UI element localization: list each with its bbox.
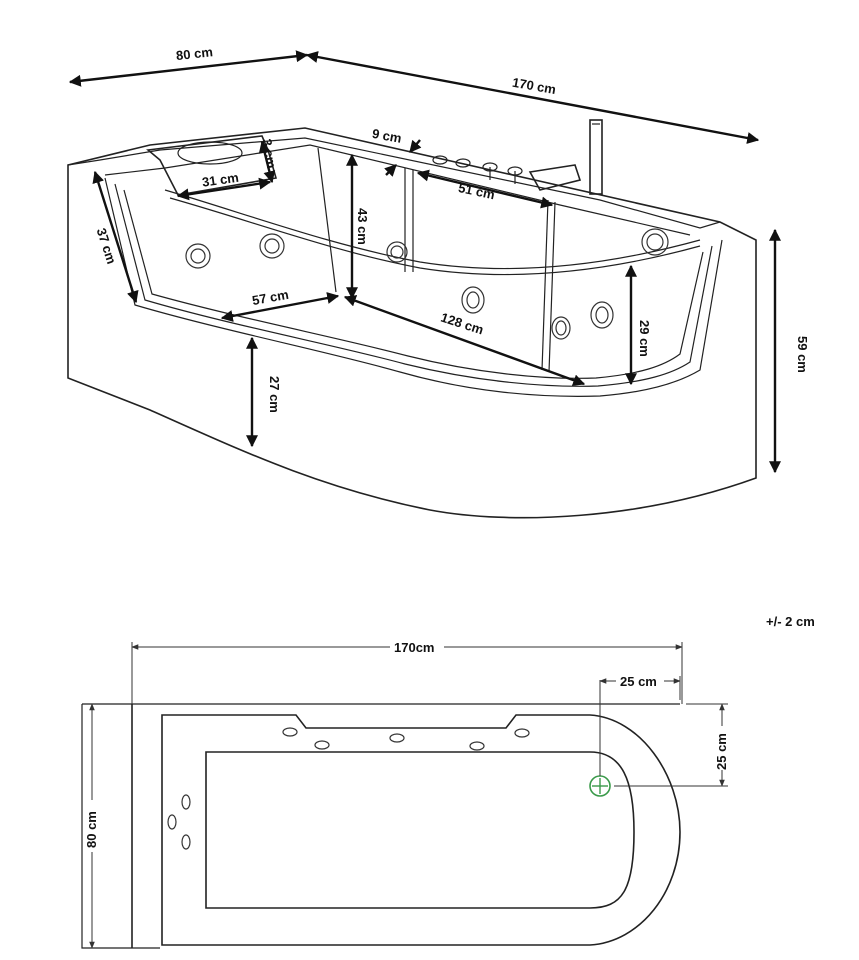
glass-panel-outer — [104, 177, 723, 397]
label-29: 29 cm — [637, 320, 652, 357]
massage-jets — [185, 228, 669, 340]
basin-top-edge — [104, 144, 691, 236]
label-27: 27 cm — [267, 376, 282, 413]
dim-51-line — [416, 169, 554, 209]
top-basin — [205, 751, 635, 909]
label-43: 43 cm — [355, 208, 370, 245]
back-wall-curve — [164, 189, 701, 270]
dim-37-line — [92, 170, 139, 304]
top-jets — [167, 727, 530, 850]
perspective-view: 80 cm 170 cm 9 cm 3 cm 31 cm 43 cm 51 cm… — [67, 44, 810, 519]
top-outer-left — [81, 704, 160, 949]
label-31: 31 cm — [201, 170, 240, 190]
top-label-80: 80 cm — [84, 811, 99, 848]
headrest-pillow — [146, 135, 278, 196]
dim-9-arrow-b — [384, 164, 397, 177]
label-59: 59 cm — [795, 336, 810, 373]
label-57: 57 cm — [251, 287, 290, 308]
top-label-25-y: 25 cm — [714, 733, 729, 770]
top-label-25-x: 25 cm — [620, 674, 657, 689]
top-view: 170cm 25 cm 25 cm 80 cm — [81, 640, 729, 949]
label-80: 80 cm — [175, 44, 213, 63]
label-51: 51 cm — [457, 180, 496, 202]
headrest-recess — [177, 141, 243, 165]
tolerance-note: +/- 2 cm — [766, 614, 815, 629]
dim-31-line — [176, 177, 272, 201]
divider-5 — [317, 147, 337, 293]
faucet-spout — [528, 119, 603, 195]
label-9: 9 cm — [371, 126, 403, 146]
drain-icon — [589, 775, 611, 797]
top-rim — [161, 714, 681, 946]
dim-128-line — [343, 295, 586, 386]
divider-4 — [548, 201, 556, 373]
label-3: 3 cm — [259, 138, 279, 170]
label-37: 37 cm — [94, 226, 120, 266]
tub-outer-shell — [67, 127, 757, 519]
dim-80-line — [68, 50, 309, 87]
divider-3 — [541, 199, 549, 371]
top-label-170: 170cm — [394, 640, 434, 655]
dim-170-line — [305, 51, 760, 144]
dim-3-line — [258, 140, 276, 184]
dim-57-line — [220, 292, 340, 322]
back-wall-curve2 — [169, 197, 701, 276]
dim-9-arrow-a — [409, 139, 422, 153]
tub-rim — [67, 137, 721, 229]
